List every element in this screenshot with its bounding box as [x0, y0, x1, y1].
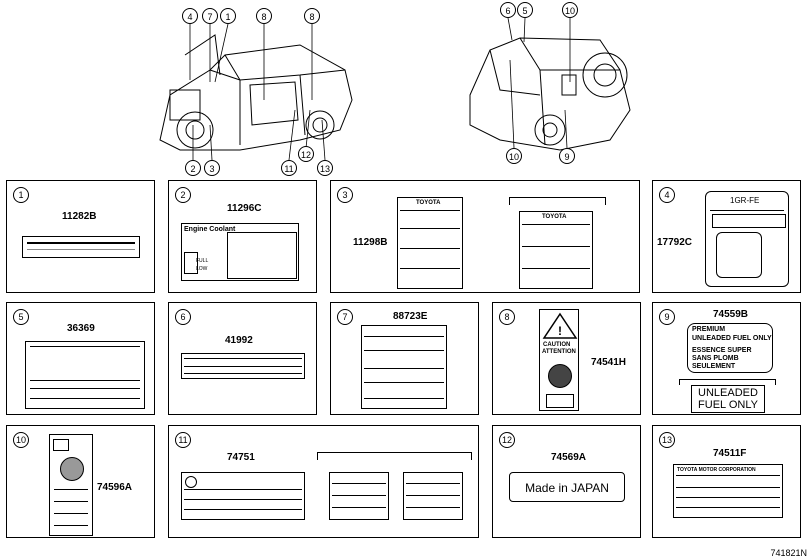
panel-8: 8 74541H ! CAUTION ATTENTION — [492, 302, 641, 415]
label-drawing: Made in JAPAN — [509, 472, 625, 502]
part-number: 36369 — [67, 323, 95, 334]
panel-13: 13 74511F TOYOTA MOTOR CORPORATION — [652, 425, 801, 538]
label-drawing: ! CAUTION ATTENTION — [539, 309, 579, 411]
panel-number: 4 — [659, 187, 675, 203]
label-drawing — [49, 434, 93, 536]
label-drawing-left: TOYOTA — [397, 197, 463, 289]
made-in-japan-text: Made in JAPAN — [525, 481, 609, 495]
callout-rear-5: 9 — [559, 148, 575, 164]
front-vehicle-drawing — [159, 34, 353, 151]
panel-number: 3 — [337, 187, 353, 203]
part-number: 11282B — [62, 211, 97, 222]
callout-rear-4: 10 — [506, 148, 522, 164]
label-drawing-right — [403, 472, 463, 520]
panel-number: 7 — [337, 309, 353, 325]
label-drawing — [181, 353, 305, 379]
attention-text: ATTENTION — [542, 349, 576, 355]
panel-number: 2 — [175, 187, 191, 203]
callout-rear-1: 6 — [500, 2, 516, 18]
callout-front-3: 1 — [220, 8, 236, 24]
panel-number: 8 — [499, 309, 515, 325]
svg-text:!: ! — [558, 324, 562, 338]
panel-10: 10 74596A — [6, 425, 155, 538]
part-number: 74596A — [97, 482, 133, 493]
panel-4: 4 17792C 1GR-FE — [652, 180, 801, 293]
panel-1: 1 11282B — [6, 180, 155, 293]
panel-number: 5 — [13, 309, 29, 325]
label-drawing: Engine Coolant FULL LOW — [181, 223, 299, 281]
callout-rear-2: 5 — [517, 2, 533, 18]
panel-number: 13 — [659, 432, 675, 448]
panel-number: 9 — [659, 309, 675, 325]
part-number: 11296C — [227, 203, 262, 214]
fuel-label-small: PREMIUM UNLEADED FUEL ONLY ESSENCE SUPER… — [687, 323, 773, 373]
label-drawing: TOYOTA MOTOR CORPORATION — [673, 464, 783, 518]
callout-front-6: 2 — [185, 160, 201, 176]
warning-triangle-icon: ! — [542, 312, 578, 339]
panel-number: 1 — [13, 187, 29, 203]
label-full: FULL — [196, 258, 209, 264]
panel-11: 11 74751 — [168, 425, 479, 538]
part-number: 17792C — [657, 237, 693, 248]
panel-9: 9 74559B PREMIUM UNLEADED FUEL ONLY ESSE… — [652, 302, 801, 415]
panel-6: 6 41992 — [168, 302, 317, 415]
label-drawing-right: TOYOTA — [519, 211, 593, 289]
callout-front-2: 7 — [202, 8, 218, 24]
rear-vehicle-drawing — [469, 37, 631, 151]
label-low: LOW — [196, 266, 208, 272]
part-number: 74751 — [227, 452, 255, 463]
callout-front-4: 8 — [256, 8, 272, 24]
panel-number: 10 — [13, 432, 29, 448]
panel-3: 3 11298B TOYOTA TOYOTA — [330, 180, 640, 293]
callout-front-10: 13 — [317, 160, 333, 176]
panel-12: 12 74569A Made in JAPAN — [492, 425, 641, 538]
corp-text: TOYOTA MOTOR CORPORATION — [677, 467, 756, 473]
label-drawing — [25, 341, 145, 409]
label-drawing-left — [181, 472, 305, 520]
callout-front-9: 12 — [298, 146, 314, 162]
callout-front-5: 8 — [304, 8, 320, 24]
panel-7: 7 88723E — [330, 302, 479, 415]
part-number: 74569A — [551, 452, 587, 463]
callout-front-8: 11 — [281, 160, 297, 176]
panel-2: 2 11296C Engine Coolant FULL LOW — [168, 180, 317, 293]
part-number: 41992 — [225, 335, 253, 346]
part-number: 88723E — [393, 311, 428, 322]
panel-number: 6 — [175, 309, 191, 325]
caution-text: CAUTION — [543, 342, 571, 348]
reservoir-icon — [184, 252, 198, 274]
label-drawing-mid — [329, 472, 389, 520]
label-drawing: 1GR-FE — [705, 191, 789, 287]
label-drawing — [22, 236, 140, 258]
callout-front-7: 3 — [204, 160, 220, 176]
part-number: 74541H — [591, 357, 627, 368]
label-drawing — [361, 325, 447, 409]
callout-rear-3: 10 — [562, 2, 578, 18]
engine-code: 1GR-FE — [730, 196, 760, 205]
panel-5: 5 36369 — [6, 302, 155, 415]
callout-front-1: 4 — [182, 8, 198, 24]
panel-number: 12 — [499, 432, 515, 448]
rear-leader-lines — [507, 17, 571, 149]
panel-number: 11 — [175, 432, 191, 448]
label-title: Engine Coolant — [184, 226, 236, 233]
fuel-label-large: UNLEADED FUEL ONLY — [691, 385, 765, 413]
engine-icon — [716, 232, 762, 278]
diagram-id: 741821N — [770, 548, 807, 558]
part-number: 11298B — [353, 237, 388, 248]
front-leader-lines — [189, 23, 326, 161]
prohibition-icon — [60, 457, 84, 481]
prohibition-icon — [548, 364, 572, 388]
part-number: 74511F — [713, 448, 747, 459]
part-number: 74559B — [713, 309, 749, 320]
vehicle-illustrations — [159, 17, 631, 161]
